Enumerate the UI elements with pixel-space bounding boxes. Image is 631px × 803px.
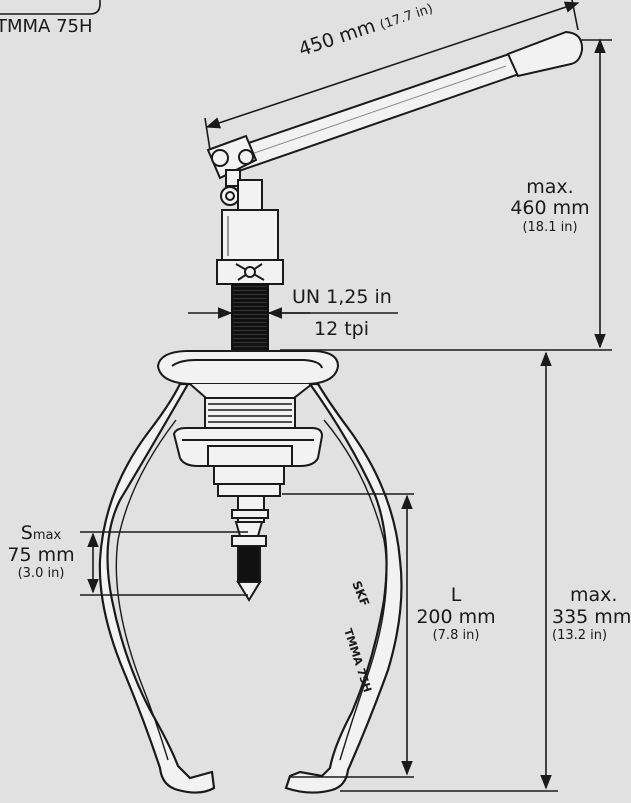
reach-value: 200 mm xyxy=(416,606,496,628)
max-height-top-label: max. 460 mm (18.1 in) xyxy=(500,176,600,235)
max-height-bottom-dimension xyxy=(340,351,558,792)
puller-dimension-drawing: SKF TMMA 75H xyxy=(0,0,612,794)
threaded-spindle xyxy=(231,283,269,355)
model-title: TMMA 75H xyxy=(0,16,93,37)
stroke-letter: S xyxy=(20,522,33,544)
badge-outline xyxy=(0,0,101,15)
thread-size: UN 1,25 in xyxy=(292,286,392,308)
puller-yoke xyxy=(156,350,340,523)
thread-pitch: 12 tpi xyxy=(314,318,370,340)
stroke-label: Smax 75 mm (3.0 in) xyxy=(0,522,82,581)
max-height-top-dimension xyxy=(280,38,612,351)
stroke-value: 75 mm xyxy=(7,544,75,566)
stroke-dimension xyxy=(80,531,248,596)
max-height-bottom-value: 335 mm xyxy=(552,606,631,628)
arm-brand: SKF xyxy=(349,579,372,608)
max-height-top-inch: (18.1 in) xyxy=(522,220,578,235)
max-height-bottom-label: max. 335 mm (13.2 in) xyxy=(552,584,631,643)
stroke-inch: (3.0 in) xyxy=(17,566,65,581)
pump-cylinder xyxy=(216,209,284,285)
handle-length-dimension xyxy=(204,0,580,151)
reach-inch: (7.8 in) xyxy=(432,628,480,643)
spindle-tip xyxy=(231,521,267,602)
reach-dimension xyxy=(282,493,414,778)
pivot-linkage xyxy=(206,134,263,211)
max-height-top-prefix: max. xyxy=(526,176,574,198)
max-height-bottom-prefix: max. xyxy=(570,584,618,606)
stroke-subscript: max xyxy=(32,528,62,543)
max-height-top-value: 460 mm xyxy=(510,197,590,219)
right-arm xyxy=(284,382,403,794)
reach-label: L 200 mm (7.8 in) xyxy=(406,584,506,643)
arm-model: TMMA 75H xyxy=(341,627,374,694)
stroke-symbol: Smax xyxy=(0,522,82,544)
max-height-bottom-inch: (13.2 in) xyxy=(552,628,608,643)
reach-letter: L xyxy=(450,584,462,606)
